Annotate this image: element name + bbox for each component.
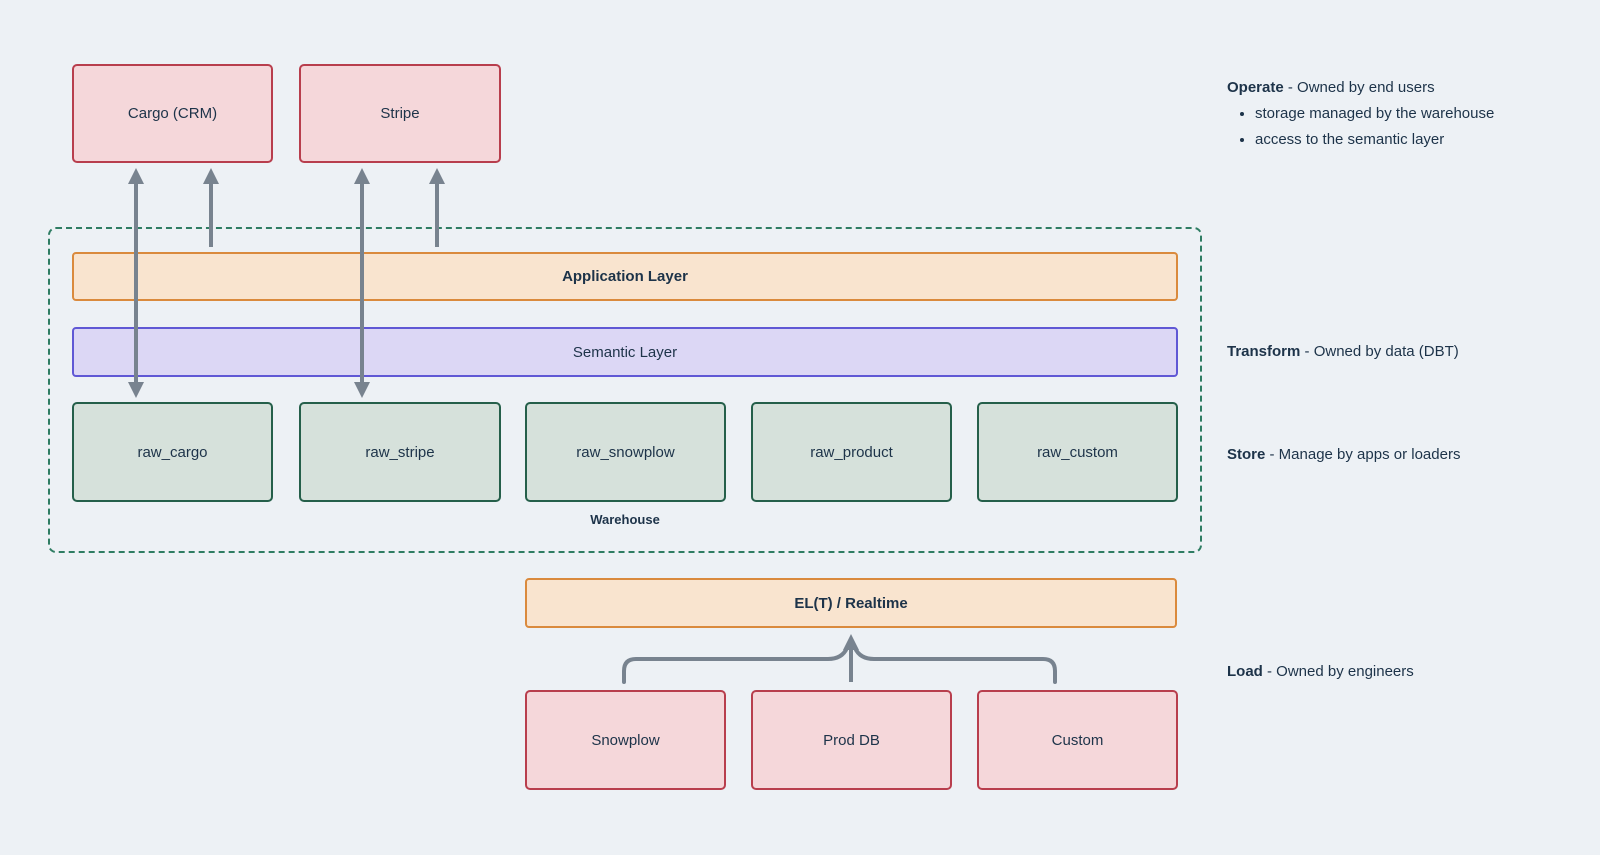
annotation-operate-bullet: storage managed by the warehouse <box>1255 101 1494 127</box>
node-prod-db: Prod DB <box>751 690 952 790</box>
application-layer-bar: Application Layer <box>72 252 1178 301</box>
node-raw-cargo-label: raw_cargo <box>137 443 208 461</box>
annotation-load: Load - Owned by engineers <box>1227 659 1414 685</box>
elt-realtime-label: EL(T) / Realtime <box>794 594 908 612</box>
elt-realtime-bar: EL(T) / Realtime <box>525 578 1177 628</box>
annotation-transform: Transform - Owned by data (DBT) <box>1227 339 1459 365</box>
annotation-transform-desc: - Owned by data (DBT) <box>1300 343 1459 360</box>
annotation-store-term: Store <box>1227 446 1266 463</box>
semantic-layer-label: Semantic Layer <box>572 343 678 361</box>
node-cargo-crm: Cargo (CRM) <box>72 64 273 163</box>
node-raw-product-label: raw_product <box>810 443 893 461</box>
annotation-operate-desc: - Owned by end users <box>1283 79 1435 96</box>
arrow-sources-to-elt <box>843 634 859 682</box>
node-snowplow: Snowplow <box>525 690 726 790</box>
node-raw-snowplow: raw_snowplow <box>525 402 726 502</box>
annotation-store-desc: - Manage by apps or loaders <box>1265 446 1461 463</box>
node-raw-stripe-label: raw_stripe <box>365 443 435 461</box>
node-custom-label: Custom <box>1051 731 1104 749</box>
node-snowplow-label: Snowplow <box>591 731 660 749</box>
node-stripe: Stripe <box>299 64 501 163</box>
node-raw-stripe: raw_stripe <box>299 402 501 502</box>
application-layer-label: Application Layer <box>562 268 688 285</box>
annotation-transform-term: Transform <box>1227 343 1301 360</box>
node-prod-db-label: Prod DB <box>823 731 880 749</box>
annotation-operate: Operate - Owned by end users storage man… <box>1227 75 1494 153</box>
node-stripe-label: Stripe <box>380 105 420 122</box>
annotation-operate-bullet: access to the semantic layer <box>1255 127 1494 153</box>
annotation-operate-bullets: storage managed by the warehouse access … <box>1227 101 1494 153</box>
node-raw-custom: raw_custom <box>977 402 1178 502</box>
annotation-load-term: Load <box>1227 663 1263 680</box>
node-cargo-crm-label: Cargo (CRM) <box>127 105 218 122</box>
warehouse-caption: Warehouse <box>590 512 660 527</box>
bracket-load-sources <box>622 646 1057 684</box>
warehouse-boundary <box>48 227 1202 553</box>
semantic-layer-bar: Semantic Layer <box>72 327 1178 377</box>
node-custom: Custom <box>977 690 1178 790</box>
annotation-store: Store - Manage by apps or loaders <box>1227 442 1460 468</box>
annotation-operate-line: Operate - Owned by end users <box>1227 75 1494 101</box>
node-raw-snowplow-label: raw_snowplow <box>576 443 675 461</box>
node-raw-product: raw_product <box>751 402 952 502</box>
annotation-load-desc: - Owned by engineers <box>1262 663 1414 680</box>
node-raw-custom-label: raw_custom <box>1037 443 1118 461</box>
node-raw-cargo: raw_cargo <box>72 402 273 502</box>
annotation-operate-term: Operate <box>1227 79 1284 96</box>
